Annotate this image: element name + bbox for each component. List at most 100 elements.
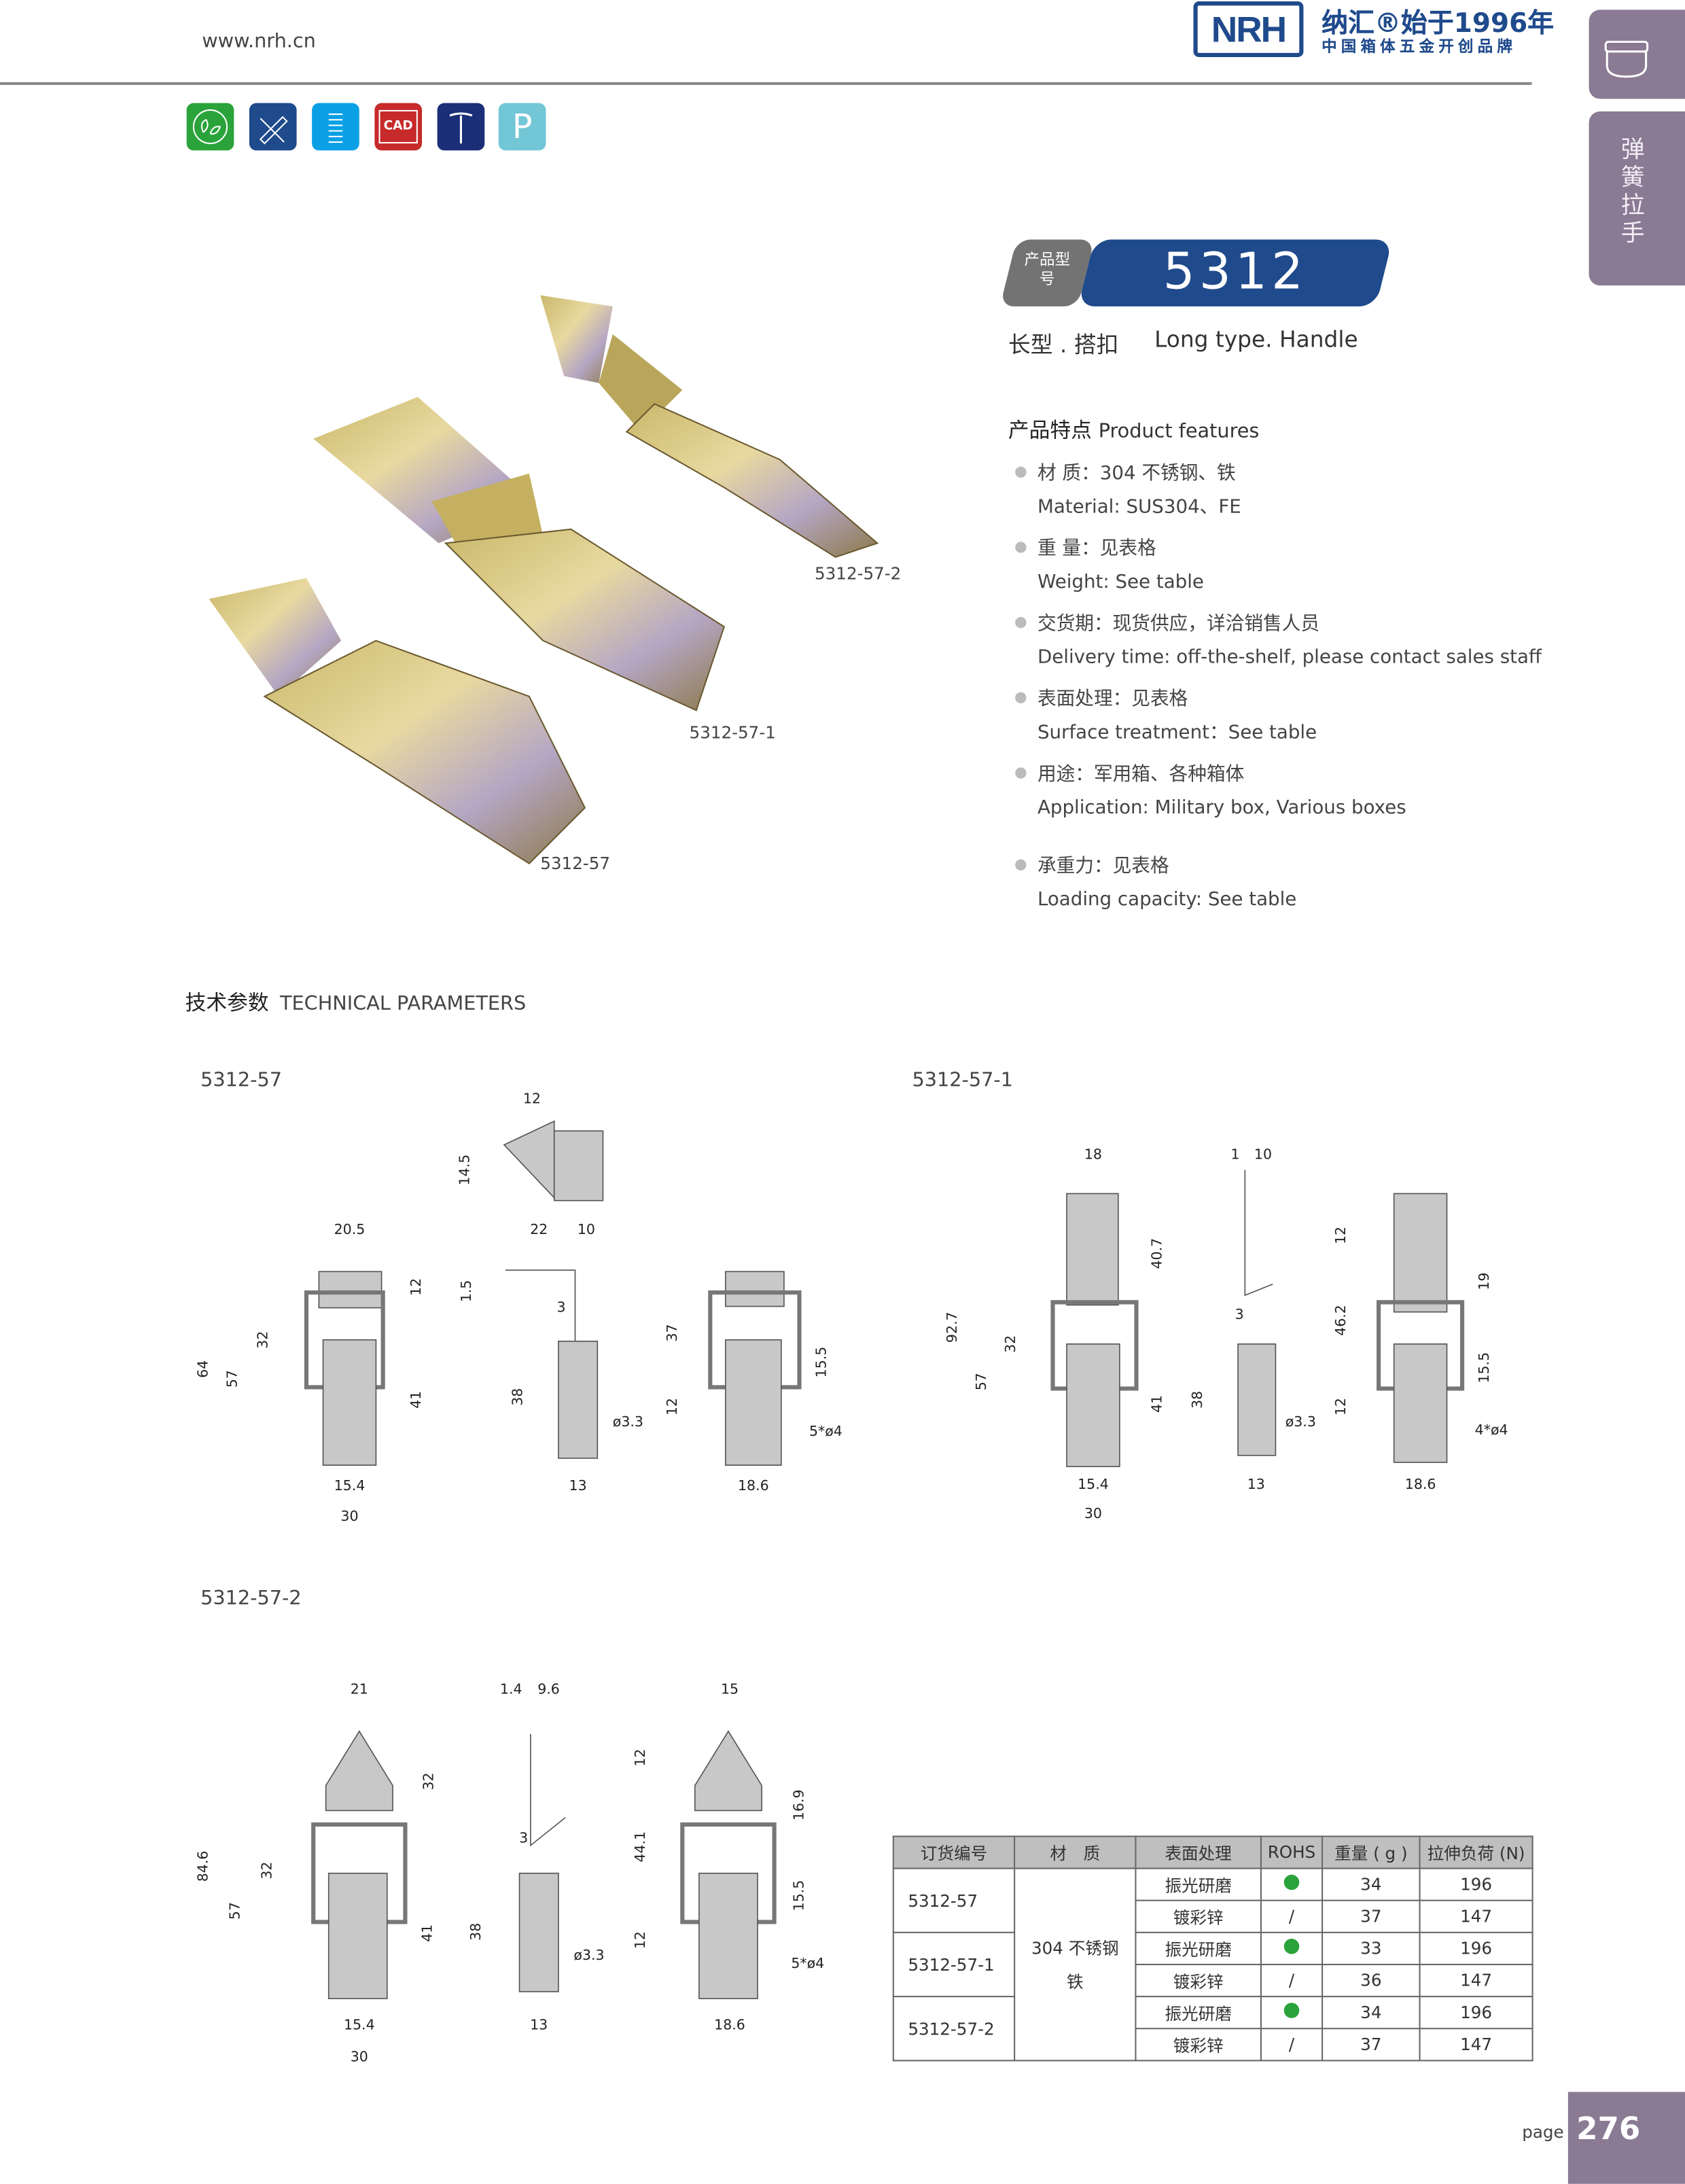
header-divider xyxy=(0,82,1532,85)
finish-cell: 镀彩锌 xyxy=(1135,1963,1262,1998)
rohs-cell xyxy=(1260,1996,1324,2030)
feature-cn: 用途：军用箱、各种箱体 xyxy=(1037,763,1245,786)
design-ruler-pencil-icon xyxy=(249,103,297,151)
order-code-cell: 5312-57-1 xyxy=(892,1931,1016,1998)
feature-en: Application: Military box, Various boxes xyxy=(1037,796,1406,820)
dimension-label: 12 xyxy=(665,1398,681,1416)
dimension-label: 44.1 xyxy=(633,1831,650,1863)
drawing-title-5312-57: 5312-57 xyxy=(200,1070,283,1092)
features-title-cn: 产品特点 xyxy=(1008,417,1092,443)
column-header: 拉伸负荷 (N) xyxy=(1419,1835,1533,1869)
spring-icon xyxy=(312,103,359,151)
dimension-label: 32 xyxy=(1004,1335,1020,1353)
type-cn: 长型 . 搭扣 xyxy=(1008,331,1119,358)
feature-cn: 材 质：304 不锈钢、铁 xyxy=(1037,462,1236,485)
rohs-cell: / xyxy=(1260,1963,1324,1998)
photo-label-5312-57-1: 5312-57-1 xyxy=(689,722,776,743)
weight-cell: 33 xyxy=(1322,1931,1421,1965)
latch-5312-57 xyxy=(209,578,586,865)
tech-title-en: TECHNICAL PARAMETERS xyxy=(280,993,527,1016)
dimension-label: 13 xyxy=(569,1479,587,1495)
load-cell: 147 xyxy=(1419,2028,1533,2062)
website-url[interactable]: www.nrh.cn xyxy=(202,31,316,53)
drawing-title-5312-57-1: 5312-57-1 xyxy=(912,1070,1014,1092)
dimension-label: 41 xyxy=(420,1924,436,1942)
category-label: 弹簧拉手 xyxy=(1615,136,1644,248)
rohs-cell: / xyxy=(1260,1899,1324,1933)
dimension-label: 1.5 xyxy=(459,1280,475,1303)
rohs-cell xyxy=(1260,1867,1324,1901)
rohs-compliant-icon xyxy=(1283,1939,1300,1954)
dimension-label: 19 xyxy=(1477,1272,1493,1290)
dimension-label: 3 xyxy=(519,1831,529,1847)
rohs-value: / xyxy=(1288,1971,1295,1990)
column-header: ROHS xyxy=(1260,1835,1324,1869)
dimension-label: 30 xyxy=(340,1509,359,1526)
weight-cell: 37 xyxy=(1322,2028,1421,2062)
photo-label-5312-57: 5312-57 xyxy=(540,853,611,874)
dimension-label: 10 xyxy=(577,1222,595,1239)
load-cell: 147 xyxy=(1419,1963,1533,1998)
drawing-5312-57-1 xyxy=(1050,1169,1465,1468)
drawing-5312-57 xyxy=(304,1120,802,1466)
feature-cn: 表面处理：见表格 xyxy=(1037,688,1188,711)
model-label: 产品型号 xyxy=(1024,250,1071,289)
dimension-label: 3 xyxy=(556,1301,566,1316)
type-en: Long type. Handle xyxy=(1154,325,1358,353)
dimension-label: 12 xyxy=(522,1091,541,1108)
cad-label: CAD xyxy=(379,109,417,144)
dimension-label: 3 xyxy=(1235,1307,1244,1324)
rohs-cell: / xyxy=(1260,2028,1324,2062)
dimension-label: 15.5 xyxy=(815,1346,830,1378)
rohs-compliant-icon xyxy=(1283,1874,1300,1890)
weight-cell: 37 xyxy=(1322,1899,1421,1933)
dimension-label: 12 xyxy=(633,1748,650,1767)
product-photo xyxy=(209,295,879,865)
feature-item: 用途：军用箱、各种箱体 Application: Military box, Va… xyxy=(1015,758,1406,824)
bullet-icon xyxy=(1015,466,1027,478)
dimension-label: ø3.3 xyxy=(1285,1415,1316,1430)
model-number: 5312 xyxy=(1163,243,1308,301)
feature-en: Surface treatment：See table xyxy=(1037,721,1317,744)
dimension-label: 12 xyxy=(1334,1226,1350,1245)
dimension-label: 32 xyxy=(256,1331,272,1349)
brand-tagline: 中国箱体五金开创品牌 xyxy=(1322,37,1517,56)
feature-en: Weight: See table xyxy=(1037,571,1204,594)
dimension-label: 15.4 xyxy=(334,1479,366,1495)
brand-slogan: 纳汇®始于1996年 xyxy=(1322,8,1555,39)
dimension-label: 15.4 xyxy=(1078,1477,1109,1494)
dimension-label: 21 xyxy=(350,1682,368,1698)
dimension-label: 12 xyxy=(409,1278,425,1296)
dimension-label: 14.5 xyxy=(458,1154,474,1186)
column-header: 订货编号 xyxy=(892,1835,1016,1869)
feature-en: Loading capacity: See table xyxy=(1037,888,1297,911)
category-tab[interactable] xyxy=(1589,111,1685,286)
bullet-icon xyxy=(1015,767,1027,779)
dimension-label: 13 xyxy=(530,2018,548,2034)
dimension-label: 64 xyxy=(196,1360,212,1378)
column-header: 重量 ( g ) xyxy=(1322,1835,1421,1869)
dimension-label: 18.6 xyxy=(1404,1477,1436,1494)
feature-en: Material: SUS304、FE xyxy=(1037,495,1241,518)
tech-title-cn: 技术参数 xyxy=(185,990,269,1016)
parking-p-icon: P xyxy=(498,103,546,151)
bullet-icon xyxy=(1015,859,1027,870)
category-icon-tab[interactable] xyxy=(1589,10,1685,99)
dimension-label: 9.6 xyxy=(537,1682,560,1698)
dimension-label: 32 xyxy=(422,1772,438,1791)
rohs-compliant-icon xyxy=(1283,2003,1300,2018)
weight-cell: 36 xyxy=(1322,1963,1421,1998)
bullet-icon xyxy=(1015,692,1027,704)
dimension-label: 38 xyxy=(1190,1390,1206,1409)
load-cell: 196 xyxy=(1419,1931,1533,1965)
order-code-cell: 5312-57-2 xyxy=(892,1996,1016,2062)
weight-cell: 34 xyxy=(1322,1867,1421,1901)
dimension-label: 92.7 xyxy=(945,1311,961,1343)
dimension-label: 46.2 xyxy=(1334,1305,1350,1336)
dimension-label: 1.4 xyxy=(499,1682,522,1698)
